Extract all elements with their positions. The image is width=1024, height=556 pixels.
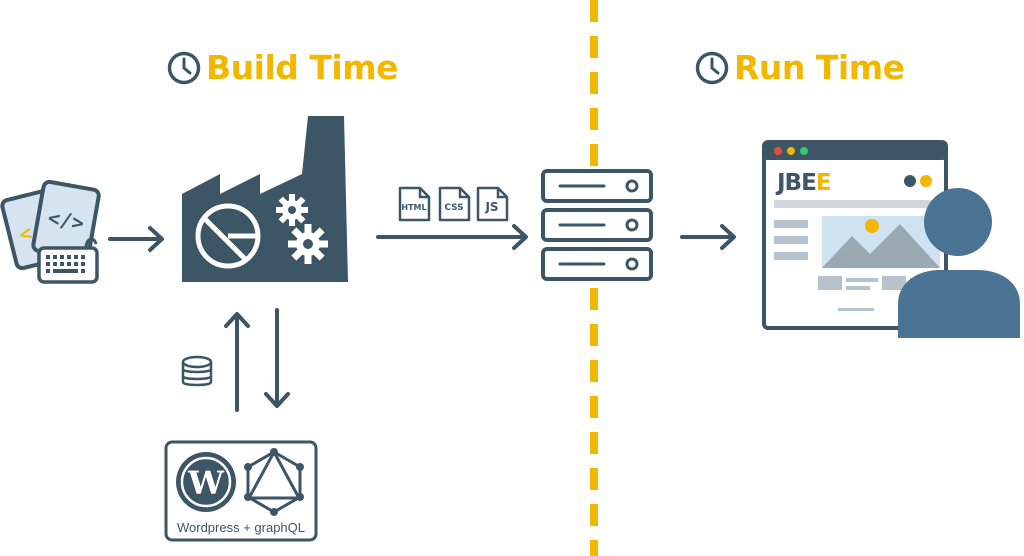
run-time-title: Run Time	[694, 48, 905, 87]
css-file-icon: CSS	[436, 186, 472, 222]
graphql-icon	[244, 448, 304, 516]
gatsby-logo	[195, 203, 261, 269]
html-file-label: HTML	[401, 203, 427, 212]
arrow-factory-to-server	[376, 224, 528, 250]
js-file-label: JS	[485, 200, 499, 214]
brand-accent: E	[815, 170, 832, 196]
run-time-label: Run Time	[734, 48, 905, 87]
data-source-caption: Wordpress + graphQL	[176, 520, 306, 535]
database-icon	[181, 355, 213, 387]
keyboard-icon	[37, 237, 99, 284]
svg-text:W: W	[187, 464, 225, 502]
server-icon	[541, 169, 653, 281]
clock-icon	[167, 51, 201, 84]
browser-window-icon	[762, 140, 948, 330]
css-file-label: CSS	[444, 203, 464, 213]
wordpress-icon: W	[176, 452, 236, 512]
build-time-label: Build Time	[206, 48, 398, 87]
arrow-server-to-browser	[680, 224, 736, 250]
gear-icon	[288, 224, 328, 264]
data-source-box: W Wordpress + graphQL	[164, 440, 318, 542]
arrow-data-up	[224, 312, 250, 412]
gatsby-factory-icon	[182, 116, 348, 282]
html-file-icon: HTML	[396, 186, 432, 222]
gear-icon	[276, 194, 308, 226]
arrow-data-down	[264, 308, 290, 408]
build-time-title: Build Time	[166, 48, 398, 87]
brand-prefix: JBE	[777, 170, 817, 196]
js-file-icon: JS	[474, 186, 510, 222]
browser-brand-logo: JBEE	[777, 170, 832, 196]
arrow-code-to-factory	[108, 226, 164, 252]
clock-icon	[695, 51, 729, 84]
user-icon	[898, 188, 1020, 338]
